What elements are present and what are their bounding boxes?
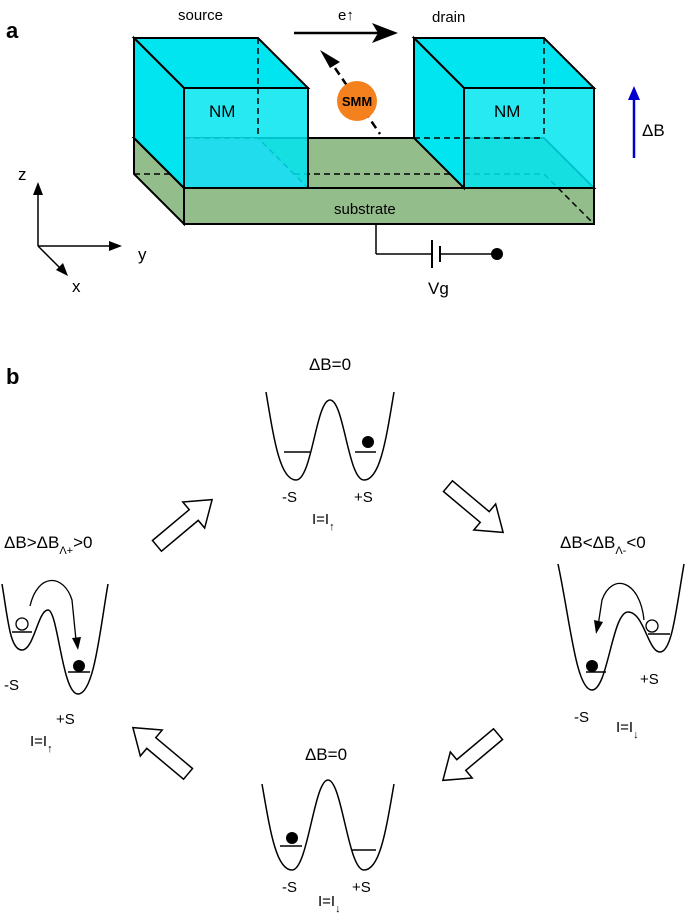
top-double-well [265, 391, 395, 481]
field-arrow [628, 86, 640, 158]
left-left-state: -S [4, 677, 19, 694]
axis-y-label: y [138, 245, 147, 264]
panel-b-label: b [6, 364, 19, 389]
substrate-label: substrate [334, 201, 396, 218]
bottom-title: ΔB=0 [305, 745, 347, 764]
cycle-arrow-bottom-to-left [131, 726, 194, 781]
bottom-left-state: -S [282, 879, 297, 896]
right-current: I=I↓ [616, 719, 639, 741]
coordinate-axes [33, 182, 122, 276]
left-current: I=I↑ [30, 733, 53, 755]
electron-label: e↑ [338, 7, 354, 24]
left-double-well [1, 579, 109, 695]
axis-x-label: x [72, 277, 81, 296]
top-title: ΔB=0 [309, 355, 351, 374]
left-title: ΔB>ΔBΛ+>0 [4, 533, 93, 557]
drain-electrode [411, 35, 597, 191]
right-left-state: -S [574, 709, 589, 726]
nm-left-label: NM [209, 102, 235, 121]
axis-z-label: z [18, 165, 27, 184]
top-left-state: -S [282, 489, 297, 506]
gate-label: Vg [428, 279, 449, 298]
bottom-current: I=I↓ [318, 893, 341, 915]
top-current: I=I↑ [312, 511, 335, 533]
cycle-arrow-right-to-bottom [441, 727, 504, 782]
delta-b-label: ΔB [642, 121, 665, 140]
nm-right-label: NM [494, 102, 520, 121]
right-right-state: +S [640, 671, 659, 688]
source-label: source [178, 7, 223, 24]
smm-molecule [320, 50, 382, 135]
gate-circuit [375, 224, 503, 268]
source-electrode [131, 35, 311, 191]
top-right-state: +S [354, 489, 373, 506]
left-right-state: +S [56, 711, 75, 728]
right-double-well [557, 563, 685, 691]
bottom-right-state: +S [352, 879, 371, 896]
bottom-double-well [261, 779, 395, 871]
smm-label: SMM [342, 94, 372, 109]
electron-current-arrow [294, 23, 398, 43]
right-title: ΔB<ΔBΛ-<0 [560, 533, 646, 557]
panel-a-label: a [6, 18, 19, 43]
drain-label: drain [432, 9, 465, 26]
cycle-arrow-top-to-right [442, 479, 505, 534]
cycle-arrow-left-to-top [151, 498, 214, 553]
